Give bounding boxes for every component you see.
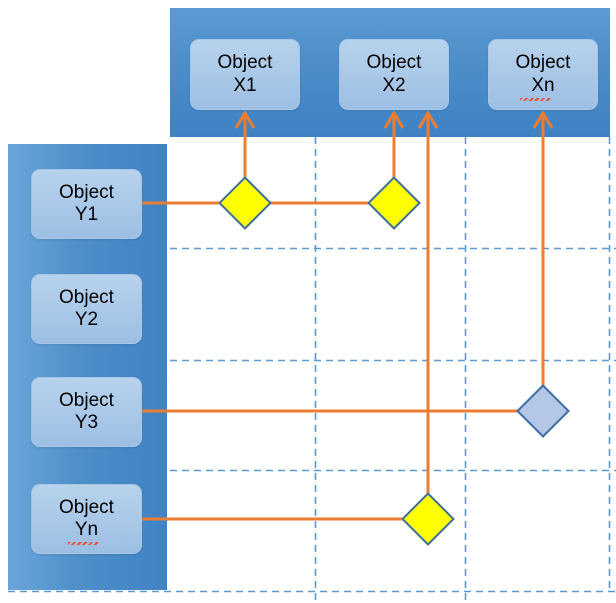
spellcheck-underline-xn [520, 98, 550, 101]
object-box-y2[interactable]: Object Y2 [31, 274, 142, 344]
arrowhead-x2-b [417, 110, 439, 129]
object-box-x1[interactable]: Object X1 [190, 39, 300, 110]
arrowhead-xn [532, 110, 554, 129]
object-box-y2-line2: Y2 [74, 309, 99, 330]
object-box-x1-line1: Object [217, 52, 273, 74]
arrowhead-x2-a [383, 110, 405, 129]
object-box-yn-line1: Object [59, 496, 114, 518]
object-box-y1-line1: Object [59, 181, 114, 203]
object-box-y2-line1: Object [59, 286, 114, 308]
spellcheck-underline-yn [68, 542, 98, 545]
object-box-xn-line2: Xn [531, 74, 555, 96]
arrowhead-x1 [234, 110, 256, 129]
object-box-y1-line2: Y1 [74, 204, 99, 225]
object-box-y3[interactable]: Object Y3 [31, 377, 142, 447]
object-box-y3-line2: Y3 [74, 412, 99, 433]
object-box-xn-line1: Object [515, 52, 571, 74]
object-box-y1[interactable]: Object Y1 [31, 169, 142, 239]
object-box-yn-line2: Yn [74, 519, 99, 540]
object-box-x2-line2: X2 [382, 74, 406, 96]
object-box-y3-line1: Object [59, 389, 114, 411]
object-box-x2-line1: Object [366, 52, 422, 74]
object-box-x2[interactable]: Object X2 [339, 39, 449, 110]
object-box-x1-line2: X1 [233, 74, 257, 96]
